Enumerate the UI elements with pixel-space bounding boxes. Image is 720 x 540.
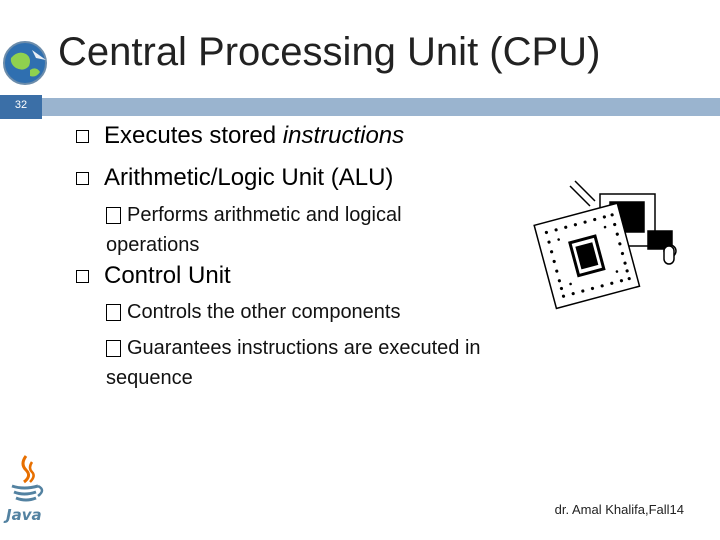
bullet-emphasis: instructions [282,122,405,149]
sub-bullet-icon [106,340,121,358]
sub-bullet-text: Controls the other components [127,301,401,323]
sub-bullet-guarantees: Guarantees instructions are executed in … [106,333,496,393]
globe-logo-icon [3,41,47,85]
cpu-chip-icon [533,180,677,310]
bullet-text: Arithmetic/Logic Unit (ALU) [104,164,394,191]
header-bar [42,98,720,116]
svg-text:Java: Java [3,506,42,524]
bullet-control-unit: Control Unit [76,262,231,290]
sub-bullet-text: Guarantees instructions are executed in … [106,337,481,389]
footer-credit: dr. Amal Khalifa,Fall14 [554,502,684,517]
bullet-executes: Executes stored instructions [76,122,404,150]
java-logo-icon: Java [3,455,44,524]
page-title: Central Processing Unit (CPU) [58,30,601,74]
square-bullet-icon [76,130,89,144]
sub-bullet-text: Performs arithmetic and logical operatio… [106,204,402,256]
sub-bullet-icon [106,304,121,322]
slide-number-box [0,95,42,119]
sub-bullet-controls: Controls the other components [106,297,496,327]
bullet-text: Control Unit [104,262,231,289]
square-bullet-icon [76,270,89,284]
square-bullet-icon [76,172,89,186]
bullet-text: Executes stored [104,122,283,149]
slide-number: 32 [14,99,28,111]
bullet-alu: Arithmetic/Logic Unit (ALU) [76,164,393,192]
sub-bullet-icon [106,207,121,225]
sub-bullet-alu: Performs arithmetic and logical operatio… [106,200,496,260]
